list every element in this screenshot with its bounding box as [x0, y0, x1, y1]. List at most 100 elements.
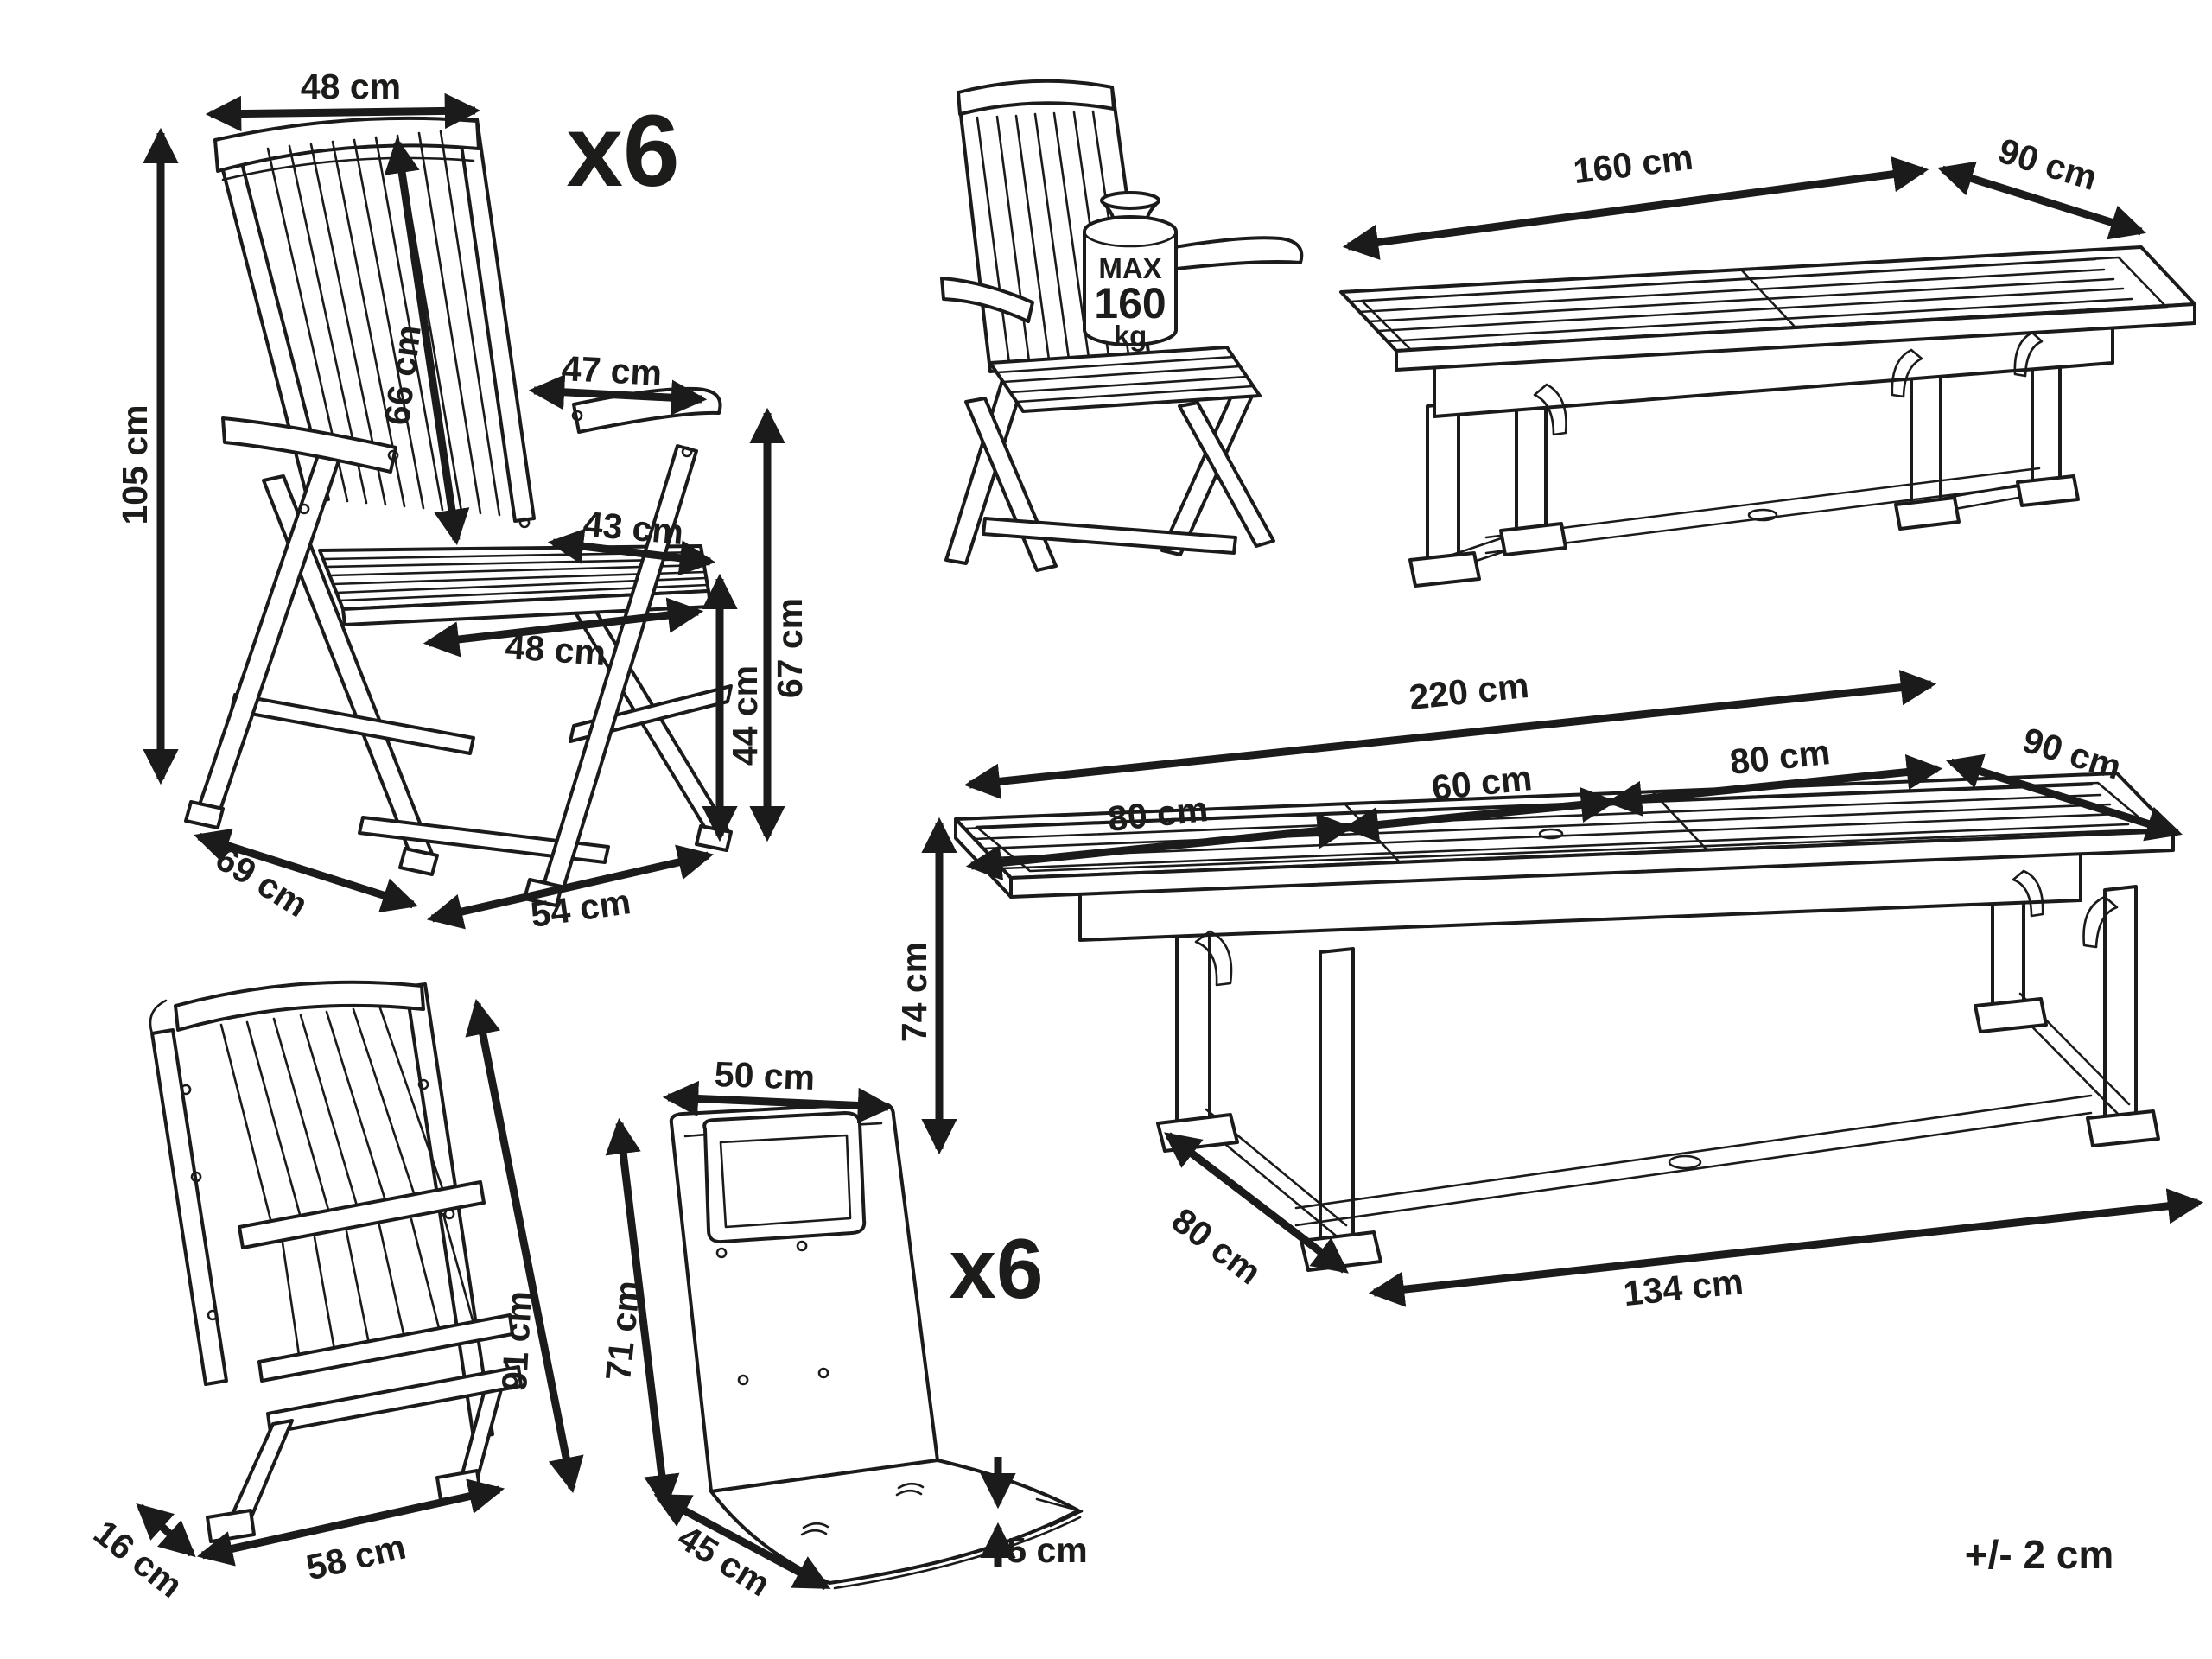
- folded-left-rail-hook: [149, 999, 168, 1035]
- load-chair-top-rail: [957, 79, 1116, 116]
- armchair-foot: [695, 824, 733, 852]
- dim-table220-width-arrow: [1946, 753, 2183, 842]
- dim-table220-base-depth-arrow: [1164, 1132, 1349, 1274]
- dim-armrest-depth-arrow: [528, 374, 708, 416]
- table160-end-stretchers: [1443, 479, 2050, 572]
- table160-front-left-leg: [1426, 401, 1460, 569]
- load-chair-back-slats: [976, 110, 1131, 372]
- folded-depth-label: 16 cm: [86, 1512, 190, 1605]
- folded-height-label: 91 cm: [494, 1290, 539, 1393]
- cushion-back-height-label: 71 cm: [598, 1279, 648, 1382]
- table220-right-section-label: 80 cm: [1728, 732, 1832, 782]
- table220-foot: [1974, 997, 2048, 1033]
- armchair-front-left-leg: [197, 448, 342, 814]
- table160-foot: [1408, 551, 1481, 588]
- table220-height-label: 74 cm: [894, 942, 934, 1042]
- cushion-headrest-border: [719, 1134, 852, 1229]
- dim-table220-right-section-arrow: [1605, 753, 1943, 817]
- dim-table220-left-section-arrow: [965, 812, 1354, 881]
- load-chair-seat: [988, 346, 1262, 413]
- table220-base-depth-label: 80 cm: [1165, 1200, 1269, 1293]
- table160-long-stretcher: [1484, 467, 2041, 555]
- folded-hinge-pins: [180, 1078, 455, 1321]
- table220-front-right-leg: [2103, 885, 2138, 1128]
- tolerance-note: +/- 2 cm: [1965, 1532, 2114, 1577]
- folded-width-label: 58 cm: [302, 1527, 410, 1588]
- folded-left-arm-rail: [150, 1028, 228, 1386]
- dim-cushion-back-height-arrow: [605, 1117, 680, 1511]
- armrest-depth-label: 47 cm: [561, 348, 664, 393]
- dim-folded-height-arrow: [465, 998, 584, 1494]
- load-chair-front-right-leg: [1160, 389, 1255, 556]
- load-chair-left-armrest: [940, 276, 1034, 323]
- cushion-seat-edge: [833, 1497, 1084, 1590]
- table160-leaf-seam: [1739, 268, 1796, 328]
- dim-table220-base-length-arrow: [1368, 1188, 2204, 1307]
- table220-total-length-label: 220 cm: [1407, 665, 1530, 717]
- dim-table160-length-arrow: [1342, 156, 1929, 260]
- dim-table220-middle-section-arrow: [1342, 786, 1618, 843]
- table160-foot: [1499, 522, 1567, 556]
- table160-foot: [1894, 496, 1961, 531]
- table160-length-label: 160 cm: [1571, 137, 1695, 192]
- back-width-label: 48 cm: [301, 67, 401, 106]
- table-compact-view: 160 cm 90 cm: [1339, 130, 2196, 588]
- dim-total-width-arrow: [426, 844, 715, 930]
- dim-cushion-seat-depth-arrow: [653, 1493, 831, 1590]
- weight-body: [1083, 215, 1178, 346]
- cushion-quantity-label: x6: [949, 1221, 1043, 1316]
- dim-folded-width-arrow: [196, 1478, 505, 1567]
- table220-base-length-label: 134 cm: [1621, 1262, 1745, 1313]
- dim-table160-width-arrow: [1937, 161, 2146, 240]
- table220-long-stretcher: [1294, 1094, 2093, 1227]
- max-load-value: 160: [1094, 279, 1166, 327]
- load-chair-right-armrest: [1163, 236, 1304, 271]
- load-chair-rear-right-leg: [1178, 401, 1275, 548]
- armchair-quantity-label: x6: [566, 94, 679, 208]
- armchair-top-rail: [213, 116, 480, 173]
- dim-backrest-height-arrow: [384, 137, 470, 546]
- cushion-buttons: [715, 1240, 830, 1386]
- dim-cushion-width-arrow: [662, 1080, 894, 1124]
- table220-front-left-leg: [1319, 947, 1355, 1253]
- dim-total-depth-arrow: [194, 828, 418, 913]
- backrest-height-label: 66 cm: [377, 322, 429, 427]
- armrest-height-label: 67 cm: [770, 598, 810, 698]
- armchair-front-view: 48 cm x6 105 cm 66 cm 47 cm 43 cm 48 cm …: [115, 67, 810, 935]
- table160-corner-braces: [1533, 331, 2044, 436]
- dim-seat-width-arrow: [423, 597, 704, 658]
- cushion-view: 50 cm 71 cm x6 45 cm 5 cm: [598, 1054, 1088, 1604]
- weight-knob-top: [1100, 191, 1160, 210]
- seat-height-label: 44 cm: [725, 665, 765, 766]
- total-height-label: 105 cm: [115, 404, 155, 524]
- table160-foot: [2016, 474, 2080, 507]
- seat-width-label: 48 cm: [504, 626, 607, 673]
- dim-seat-depth-arrow: [547, 528, 716, 576]
- seat-depth-label: 43 cm: [582, 504, 685, 552]
- max-load-word: MAX: [1098, 252, 1161, 284]
- table-extended-view: 220 cm 80 cm 60 cm 80 cm 90 cm 74 cm 80 …: [894, 665, 2204, 1313]
- table160-top-slats: [1349, 257, 2133, 343]
- armchair-rear-left-leg: [262, 474, 434, 861]
- cushion-thickness-label: 5 cm: [1007, 1530, 1087, 1570]
- dim-folded-depth-arrow: [136, 1503, 196, 1558]
- total-depth-label: 69 cm: [209, 838, 315, 925]
- folded-top-rail: [174, 980, 425, 1032]
- armchair-seat-slats: [321, 550, 709, 602]
- load-chair-stretcher: [982, 517, 1237, 555]
- table220-foot: [2086, 1109, 2160, 1147]
- armchair-foot: [184, 800, 225, 830]
- armchair-load-view: MAX 160 kg: [940, 79, 1304, 572]
- dim-table220-total-length-arrow: [963, 670, 1937, 799]
- weight-top-edge: [1083, 230, 1178, 248]
- folded-seat-slats: [281, 1212, 476, 1357]
- cushion-width-label: 50 cm: [714, 1054, 816, 1097]
- load-chair-seat-slats: [995, 355, 1255, 404]
- dim-back-width-arrow: [205, 92, 481, 132]
- table220-corner-braces: [1194, 869, 2119, 987]
- folded-foot: [206, 1509, 256, 1543]
- folded-back-slats: [219, 1004, 447, 1228]
- table220-back-left-leg: [1175, 921, 1211, 1135]
